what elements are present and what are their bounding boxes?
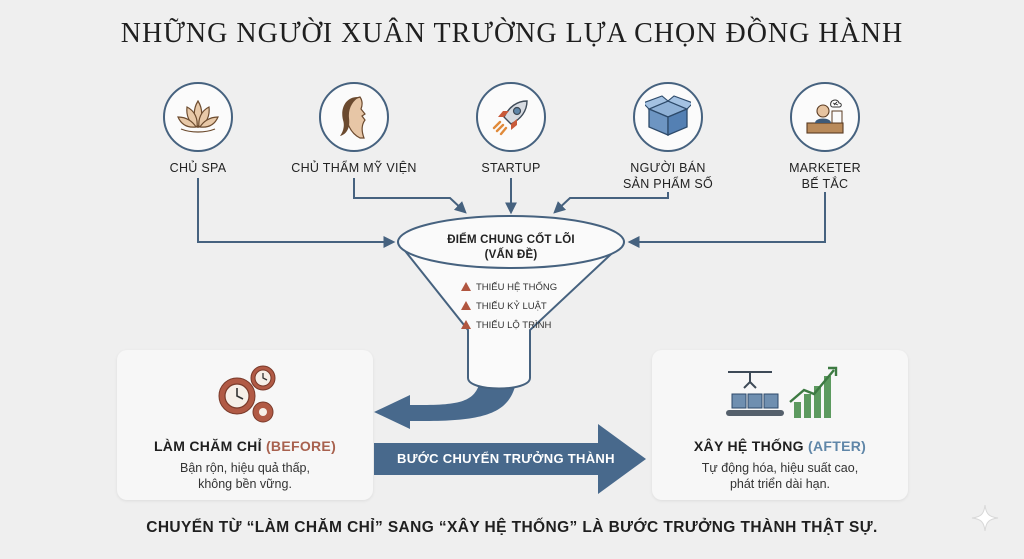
warning-icon xyxy=(461,320,471,329)
warning-icon xyxy=(461,301,471,310)
footer-statement: CHUYỂN TỪ “LÀM CHĂM CHỈ” SANG “XÂY HỆ TH… xyxy=(146,519,878,536)
issue-item: THIẾU LỘ TRÌNH xyxy=(476,320,552,331)
connector-aesthetic xyxy=(353,178,467,214)
issue-item: THIẾU KỶ LUẬT xyxy=(476,301,547,312)
role-label-spa: CHỦ SPA xyxy=(169,161,227,175)
role-circle-aesthetic xyxy=(319,82,389,152)
role-circle-spa xyxy=(163,82,233,152)
after-card: XÂY HỆ THỐNG (AFTER) Tự động hóa, hiệu s… xyxy=(652,350,908,500)
before-title: LÀM CHĂM CHỈ (BEFORE) xyxy=(153,438,337,454)
connector-marketer xyxy=(627,192,826,248)
lotus-icon xyxy=(177,99,219,133)
role-label-startup: STARTUP xyxy=(481,161,541,175)
transition-arrow xyxy=(374,424,646,494)
transition-label: BƯỚC CHUYỂN TRƯỞNG THÀNH xyxy=(397,451,615,466)
gears-clock-icon xyxy=(218,365,276,423)
role-label-aesthetic: CHỦ THẨM MỸ VIỆN xyxy=(291,161,417,175)
funnel-rim xyxy=(397,215,625,269)
before-desc: Bận rộn, hiệu quả thấp, không bền vững. xyxy=(180,461,310,491)
page-title: NHỮNG NGƯỜI XUÂN TRƯỜNG LỰA CHỌN ĐỒNG HÀ… xyxy=(120,18,904,49)
role-label-digital: NGƯỜI BÁN SẢN PHẨM SỐ xyxy=(622,161,714,191)
after-title: XÂY HỆ THỐNG (AFTER) xyxy=(693,438,867,454)
role-circle-digital xyxy=(633,82,703,152)
box-icon xyxy=(645,95,691,136)
warning-icons xyxy=(461,282,471,329)
connector-digital xyxy=(553,192,669,214)
warning-icon xyxy=(461,282,471,291)
role-circle-startup xyxy=(476,82,546,152)
automation-growth-icon xyxy=(726,366,838,418)
before-tag: (BEFORE) xyxy=(265,438,337,454)
sparkle-icon xyxy=(971,504,999,532)
role-circle-marketer xyxy=(790,82,860,152)
funnel-heading: ĐIỂM CHUNG CỐT LÕI (VẤN ĐỀ) xyxy=(447,234,575,261)
after-tag: (AFTER) xyxy=(808,438,867,454)
before-card: LÀM CHĂM CHỈ (BEFORE) Bận rộn, hiệu quả … xyxy=(117,350,373,500)
stressed-person-icon xyxy=(806,99,844,134)
after-desc: Tự động hóa, hiệu suất cao, phát triển d… xyxy=(701,461,859,491)
face-profile-icon xyxy=(340,96,366,139)
issue-item: THIẾU HỆ THỐNG xyxy=(476,282,558,293)
role-label-marketer: MARKETER BẾ TẮC xyxy=(789,161,861,191)
rocket-icon xyxy=(492,100,528,136)
connector-spa xyxy=(197,178,396,248)
